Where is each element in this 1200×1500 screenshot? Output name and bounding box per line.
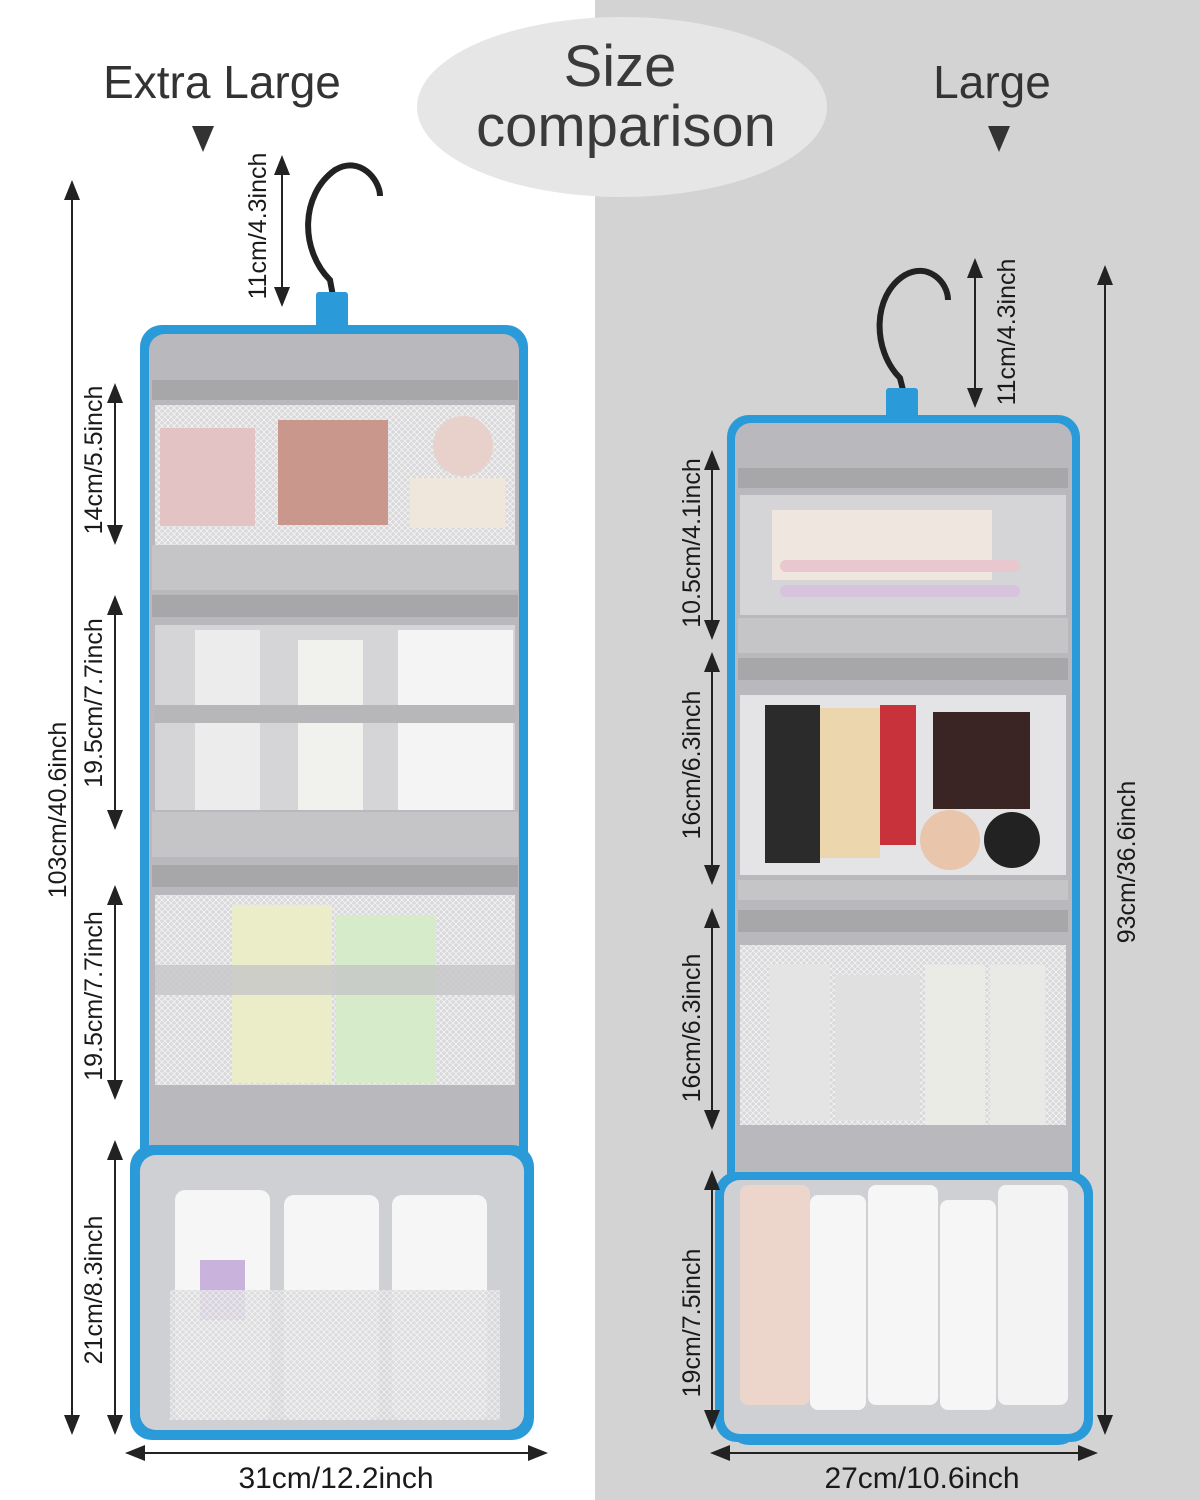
xl-pocket1-label: 14cm/5.5inch xyxy=(80,386,108,535)
extra-large-bag xyxy=(130,162,534,1440)
xl-hook-label: 11cm/4.3inch xyxy=(244,153,272,300)
l-pocket1-label: 10.5cm/4.1inch xyxy=(678,458,706,628)
xl-pocket4-label: 21cm/8.3inch xyxy=(80,1216,108,1365)
xl-pocket3-label: 19.5cm/7.7inch xyxy=(80,911,108,1081)
l-pocket2-label: 16cm/6.3inch xyxy=(678,691,706,840)
l-width-label: 27cm/10.6inch xyxy=(824,1462,1019,1495)
xl-width-label: 31cm/12.2inch xyxy=(238,1462,433,1495)
large-bag xyxy=(715,267,1093,1445)
hook-icon xyxy=(876,267,951,391)
title-bubble xyxy=(417,17,827,197)
l-pocket4-label: 19cm/7.5inch xyxy=(678,1249,706,1398)
title-line1: Size xyxy=(564,34,677,99)
title-line2: comparison xyxy=(476,94,776,159)
hook-icon xyxy=(305,162,383,297)
xl-pocket2-label: 19.5cm/7.7inch xyxy=(80,618,108,788)
extra-large-heading: Extra Large xyxy=(103,56,341,108)
l-hook-label: 11cm/4.3inch xyxy=(993,259,1021,406)
xl-total-height-label: 103cm/40.6inch xyxy=(44,722,72,899)
down-arrow-icon xyxy=(192,126,214,152)
dimension-lines xyxy=(64,155,1113,1461)
down-arrow-icon xyxy=(988,126,1010,152)
large-heading: Large xyxy=(933,56,1051,108)
l-pocket3-label: 16cm/6.3inch xyxy=(678,954,706,1103)
l-total-height-label: 93cm/36.6inch xyxy=(1113,781,1141,944)
